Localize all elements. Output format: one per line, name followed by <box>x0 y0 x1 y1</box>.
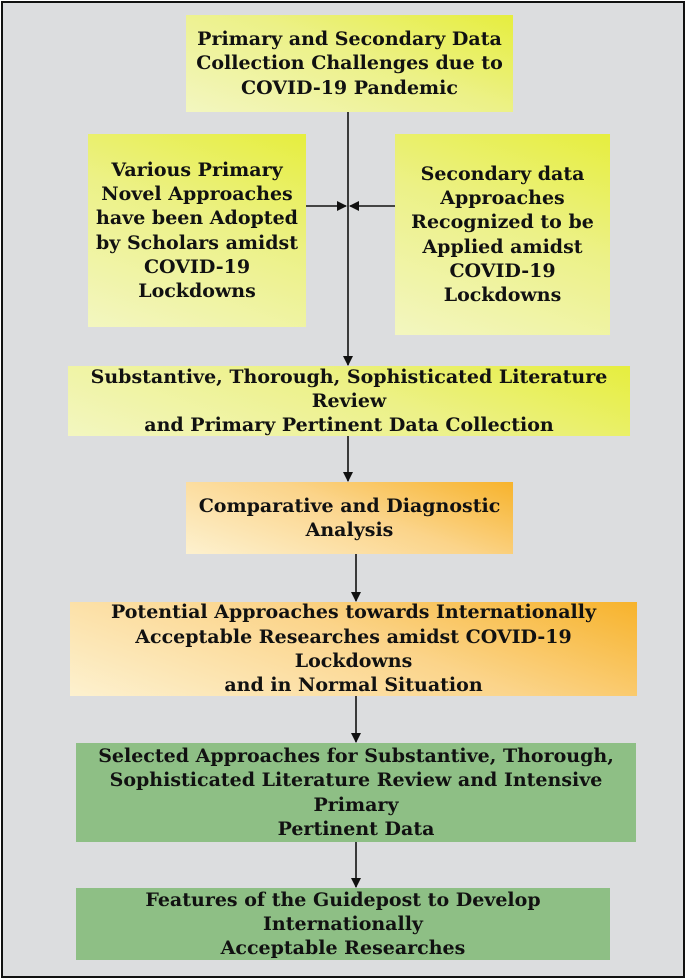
box-primary-novel-approaches: Various Primary Novel Approaches have be… <box>88 134 306 327</box>
box-potential-approaches: Potential Approaches towards Internation… <box>70 601 637 696</box>
box-guidepost-features: Features of the Guidepost to Develop Int… <box>76 888 610 960</box>
box-selected-approaches: Selected Approaches for Substantive, Tho… <box>76 743 636 842</box>
box-data-collection-challenges: Primary and Secondary Data Collection Ch… <box>186 15 513 112</box>
box-literature-review: Substantive, Thorough, Sophisticated Lit… <box>68 366 630 436</box>
box-comparative-analysis: Comparative and Diagnostic Analysis <box>186 482 513 554</box>
box-secondary-data-approaches: Secondary data Approaches Recognized to … <box>395 134 610 335</box>
